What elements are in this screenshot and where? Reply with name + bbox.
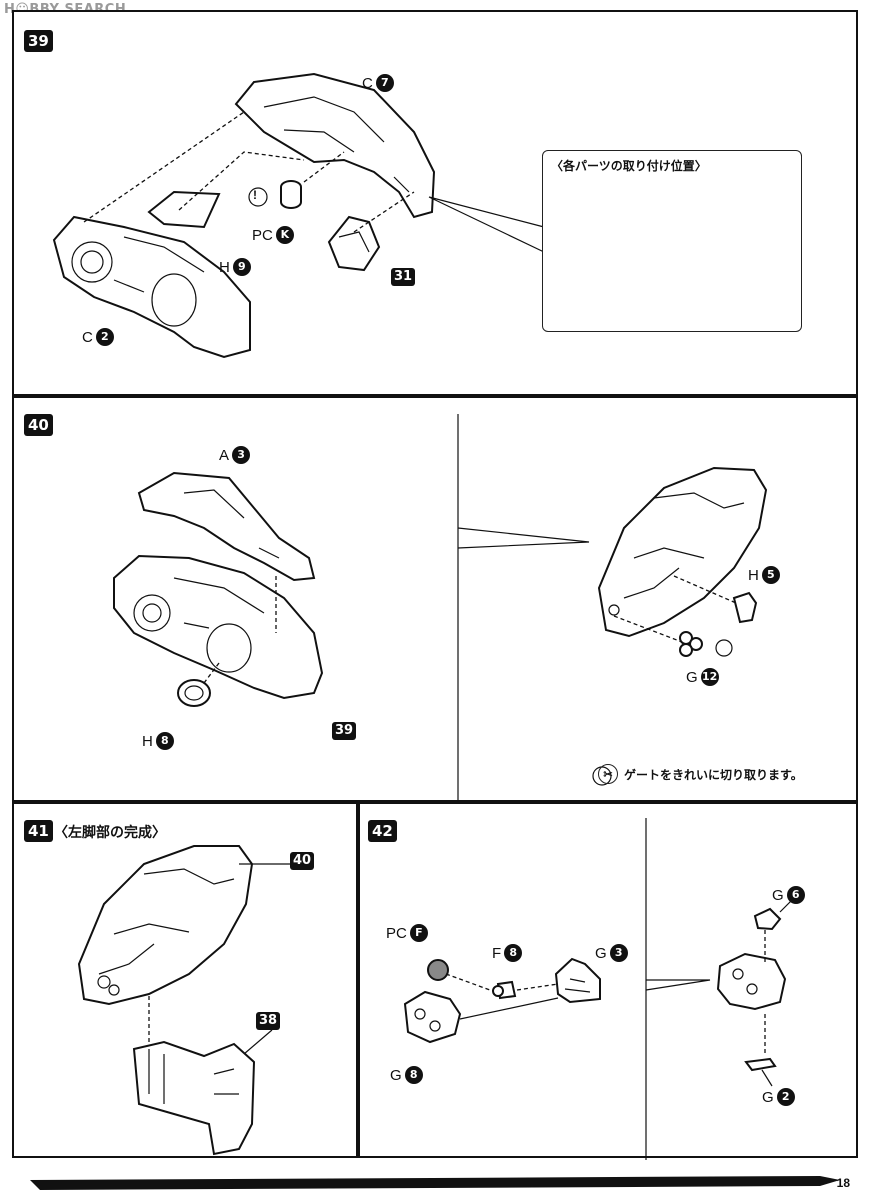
h8-ring-part xyxy=(177,679,211,707)
warning-icon: ! xyxy=(253,188,257,202)
step-39-panel: 39 〈各パーツの取り付け位置〉 xyxy=(12,10,858,396)
step-41-panel: 41 〈左脚部の完成〉 40 38 xyxy=(12,802,358,1158)
upper-shell-part xyxy=(234,72,436,219)
part-31 xyxy=(327,215,381,272)
lower-body-part xyxy=(52,215,251,359)
step-number: 39 xyxy=(24,30,53,52)
ref-tag-39: 39 xyxy=(332,722,357,740)
h5-part xyxy=(732,591,758,624)
leg-shell-part xyxy=(77,845,254,1006)
attachment-position-callout: 〈各パーツの取り付け位置〉 xyxy=(542,150,802,332)
step-number: 40 xyxy=(24,414,53,436)
joint-assembly-part xyxy=(716,952,787,1011)
scissors-icon: ✂ xyxy=(598,764,618,784)
page-number: 18 xyxy=(836,1176,850,1190)
assembled-leg-part xyxy=(597,466,768,638)
ref-tag-31: 31 xyxy=(391,268,416,286)
step-41-illustration xyxy=(77,845,292,1156)
gate-cut-note: ✂ ゲートをきれいに切り取ります。 xyxy=(598,764,803,784)
step-40-illustration xyxy=(113,414,768,804)
ref-tag-38: 38 xyxy=(256,1012,281,1030)
h9-plate-part xyxy=(147,190,221,229)
step-42-illustration xyxy=(403,818,793,1160)
ref-tag-40: 40 xyxy=(290,852,315,870)
g2-part xyxy=(744,1057,777,1072)
step-number: 41 xyxy=(24,820,53,842)
step-number: 42 xyxy=(368,820,397,842)
g6-part xyxy=(753,907,782,931)
callout-title: 〈各パーツの取り付け位置〉 xyxy=(551,159,707,173)
pcf-ball-part xyxy=(427,959,449,981)
g8-part xyxy=(403,990,462,1044)
step-41-title: 〈左脚部の完成〉 xyxy=(54,824,166,840)
